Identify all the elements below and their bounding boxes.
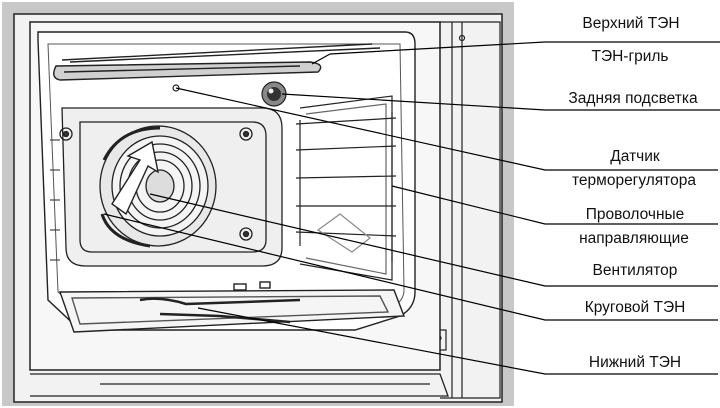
leader-thermo-sensor [175, 87, 718, 171]
left-wire-guides [50, 139, 60, 261]
back-light [261, 81, 287, 107]
label-circular-heater: Круговой ТЭН [584, 299, 686, 316]
lower-heater-area [59, 281, 406, 333]
label-thermo-sensor-line2: терморегулятора [572, 172, 696, 189]
leader-upper-heater [329, 41, 720, 55]
label-wire-guides-line1: Проволочные [585, 206, 685, 223]
label-thermo-sensor-line1: Датчик [610, 148, 660, 165]
door-bottom [30, 373, 449, 397]
label-grill-heater: ТЭН-гриль [591, 48, 669, 65]
fan-assembly [99, 125, 217, 248]
leader-lower-heater [197, 307, 718, 375]
leader-circular-heater [103, 213, 718, 321]
upper-heaters [53, 43, 381, 81]
label-back-light: Задняя подсветка [568, 90, 698, 107]
label-wire-guides-line2: направляющие [579, 230, 689, 247]
label-upper-heater: Верхний ТЭН [582, 15, 680, 32]
label-lower-heater: Нижний ТЭН [588, 354, 682, 371]
leader-grill-heater [311, 53, 331, 65]
leader-lines [103, 41, 720, 375]
leader-back-light [281, 93, 720, 111]
leader-fan [149, 193, 718, 287]
label-fan: Вентилятор [592, 262, 678, 279]
leader-wire-guides [391, 185, 718, 225]
